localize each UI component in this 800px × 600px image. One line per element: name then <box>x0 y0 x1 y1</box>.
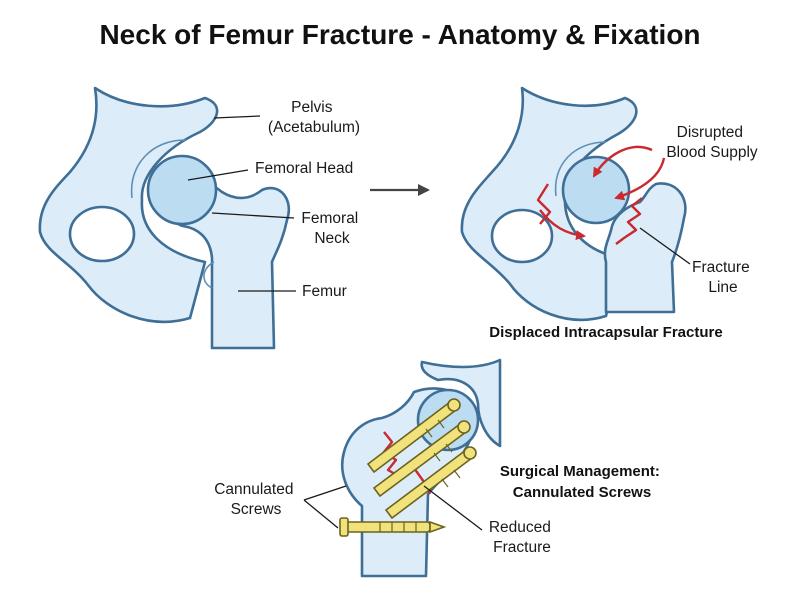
obturator-foramen <box>490 208 554 264</box>
femur-bone <box>603 182 687 314</box>
fracture-line-leader <box>639 227 691 265</box>
pelvis-bone <box>38 86 219 324</box>
femoral-head-displaced <box>561 155 631 225</box>
cannulated-screws-label: Cannulated Screws <box>214 481 298 518</box>
acetabular-crack <box>536 183 552 225</box>
femoral-head <box>146 154 218 226</box>
blood-arrow-upper <box>592 145 653 178</box>
disrupted-blood-supply-label: Disrupted Blood Supply <box>666 124 758 161</box>
page-title: Neck of Femur Fracture - Anatomy & Fixat… <box>99 19 700 50</box>
screws-leader-upper <box>303 485 347 501</box>
reduced-fracture-label: Reduced Fracture <box>489 519 555 556</box>
femoral-neck-label: Femoral Neck <box>301 210 362 247</box>
reduced-fracture-line <box>382 431 432 495</box>
acetabulum-rim <box>554 141 607 197</box>
fracture-line-label: Fracture Line <box>692 259 754 296</box>
femur-bone <box>164 179 290 350</box>
reduced-fracture-leader <box>423 485 483 531</box>
pelvis-fragment <box>420 358 502 448</box>
blood-arrow-lower <box>614 157 666 201</box>
femoral-neck-leader <box>211 212 295 219</box>
obturator-foramen <box>68 205 136 263</box>
screw-4-horizontal <box>339 517 447 537</box>
screws-leader-lower <box>303 499 339 529</box>
femoral-head-label: Femoral Head <box>255 160 353 177</box>
fixation-panel: Cannulated Screws Reduced Fracture Surgi… <box>214 358 664 578</box>
lesser-trochanter <box>203 261 215 289</box>
pelvis-leader <box>213 115 261 119</box>
fracture-line-zigzag <box>615 197 643 245</box>
pelvis-label: Pelvis (Acetabulum) <box>268 99 360 136</box>
surgical-caption: Surgical Management: Cannulated Screws <box>500 463 664 501</box>
femoral-head-leader <box>187 169 249 181</box>
normal-anatomy-panel: Pelvis (Acetabulum) Femoral Head Femoral… <box>38 86 362 350</box>
blood-arrow-left <box>539 209 586 241</box>
fracture-caption: Displaced Intracapsular Fracture <box>489 324 722 341</box>
femur-label: Femur <box>302 283 347 300</box>
fracture-panel: Disrupted Blood Supply Fracture Line Dis… <box>460 86 758 341</box>
screw-2 <box>372 420 471 498</box>
acetabulum-rim <box>130 139 186 199</box>
screw-3 <box>384 446 477 520</box>
screw-1 <box>366 398 461 474</box>
